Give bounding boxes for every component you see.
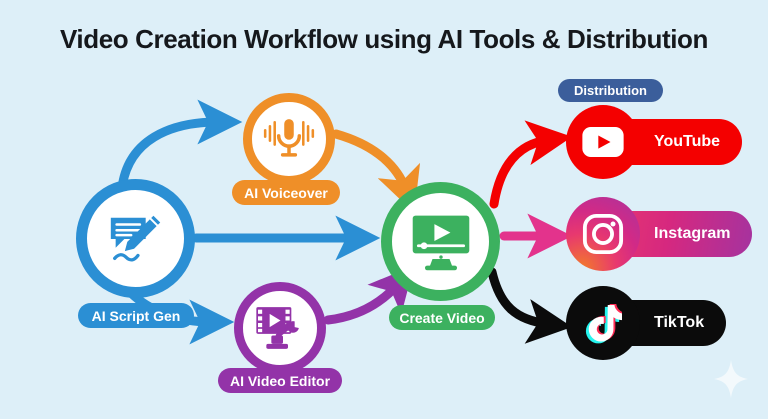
node-ai-voiceover[interactable] <box>243 93 335 185</box>
microphone-waveform-icon <box>262 114 316 164</box>
film-robot-arm-icon <box>253 302 308 354</box>
node-create-video[interactable] <box>381 182 500 301</box>
connector-script-to-voiceover <box>117 99 243 193</box>
platform-youtube-badge <box>566 105 640 179</box>
youtube-icon <box>582 127 624 157</box>
monitor-play-icon <box>408 211 474 273</box>
connector-create-to-youtube <box>489 120 573 209</box>
platform-label: YouTube <box>654 133 721 150</box>
script-pen-icon <box>105 208 167 270</box>
sparkle-icon <box>714 360 748 403</box>
tiktok-icon <box>584 302 622 344</box>
instagram-icon <box>582 213 624 255</box>
label-text: Create Video <box>399 309 485 326</box>
platform-tiktok-badge <box>566 286 640 360</box>
label-text: AI Voiceover <box>244 184 328 201</box>
platform-label: Instagram <box>654 225 731 242</box>
label-ai-video-editor: AI Video Editor <box>218 368 342 393</box>
connector-voiceover-to-create <box>331 129 421 213</box>
connector-editor-to-create <box>323 265 415 325</box>
platform-instagram-badge <box>566 197 640 271</box>
label-create-video: Create Video <box>389 305 495 330</box>
label-ai-script-gen: AI Script Gen <box>78 303 194 328</box>
label-ai-voiceover: AI Voiceover <box>232 180 340 205</box>
label-text: Distribution <box>574 83 647 98</box>
connector-create-to-tiktok <box>487 267 573 344</box>
page-title: Video Creation Workflow using AI Tools &… <box>59 24 709 54</box>
platform-label: TikTok <box>654 314 705 331</box>
node-ai-script-gen[interactable] <box>76 179 195 298</box>
node-ai-video-editor[interactable] <box>234 282 326 374</box>
label-text: AI Video Editor <box>229 372 331 389</box>
distribution-group-label: Distribution <box>558 79 663 102</box>
label-text: AI Script Gen <box>91 307 181 324</box>
